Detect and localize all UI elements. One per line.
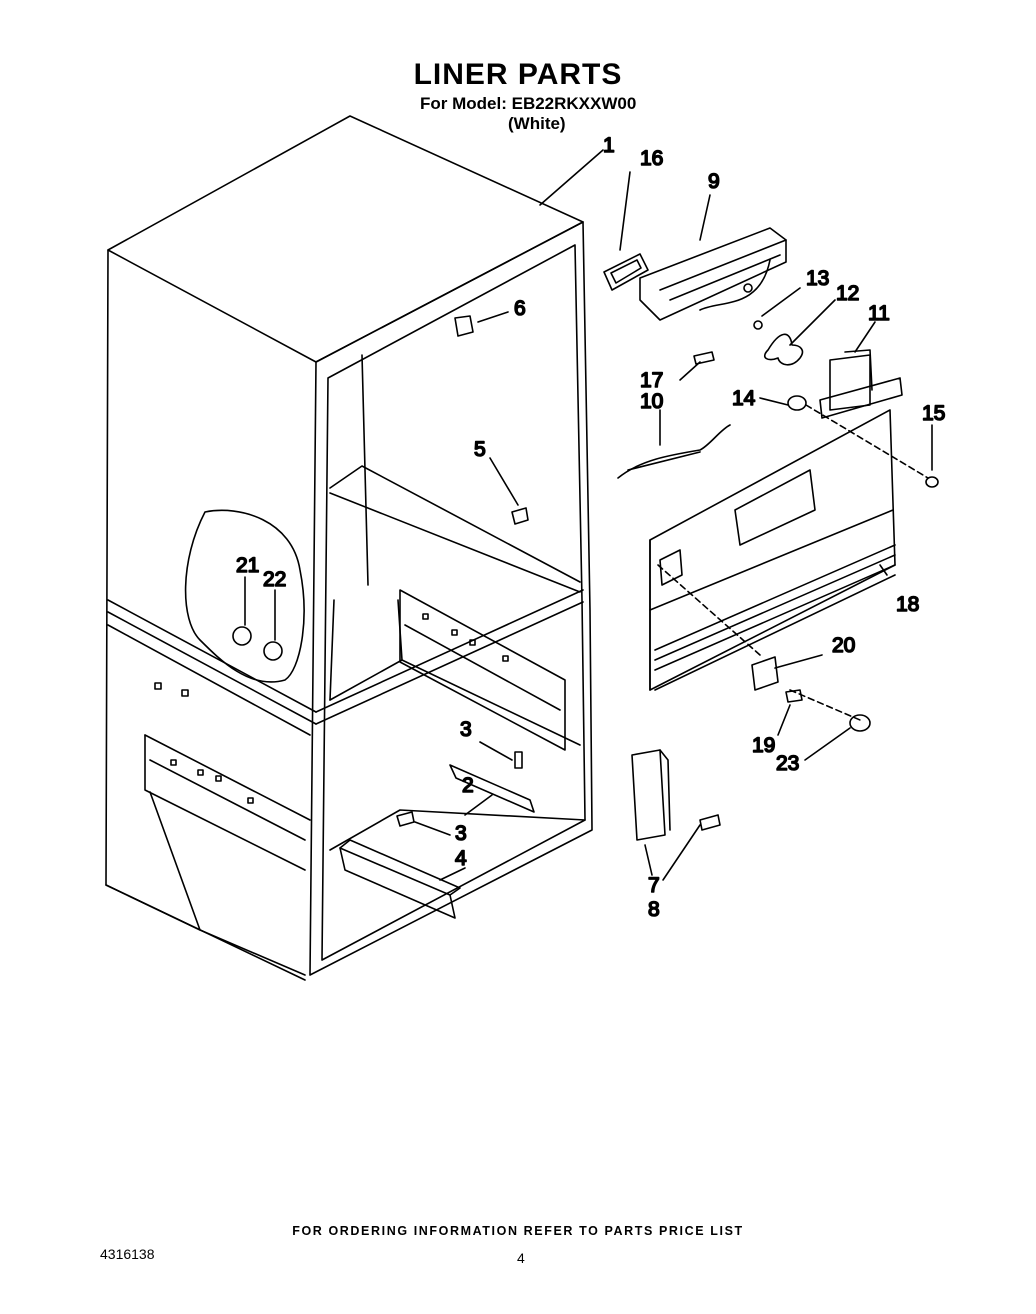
callout-8: 8 — [648, 898, 660, 921]
callout-13: 13 — [806, 267, 829, 290]
callout-labels: 1 2 3 3 4 5 6 7 8 9 10 11 12 13 14 15 16… — [235, 133, 946, 922]
callout-3-upper: 3 — [460, 718, 472, 741]
callout-20: 20 — [832, 634, 855, 657]
callout-1: 1 — [603, 134, 615, 157]
callout-7: 7 — [648, 874, 660, 897]
liner-cabinet — [105, 115, 593, 981]
callout-6: 6 — [514, 297, 526, 320]
callout-15: 15 — [922, 402, 945, 425]
callout-2: 2 — [462, 774, 474, 797]
callout-22: 22 — [263, 568, 286, 591]
callout-19: 19 — [752, 734, 775, 757]
model-line: For Model: EB22RKXXW00 — [420, 94, 637, 113]
leader-lines — [244, 149, 933, 881]
callout-4: 4 — [455, 847, 467, 870]
callout-5: 5 — [474, 438, 486, 461]
callout-23: 23 — [776, 752, 799, 775]
page-title: LINER PARTS — [413, 58, 623, 91]
callout-17: 17 — [640, 369, 663, 392]
ordering-note: FOR ORDERING INFORMATION REFER TO PARTS … — [292, 1224, 744, 1238]
callout-3-lower: 3 — [455, 822, 467, 845]
callout-9: 9 — [708, 170, 720, 193]
callout-16: 16 — [640, 147, 663, 170]
callout-10: 10 — [640, 390, 663, 413]
callout-18: 18 — [896, 593, 919, 616]
callout-12: 12 — [836, 282, 859, 305]
callout-14: 14 — [732, 387, 756, 410]
callout-11: 11 — [868, 302, 890, 325]
page-number: 4 — [517, 1250, 525, 1266]
fan-assembly — [603, 227, 939, 841]
document-number: 4316138 — [100, 1246, 155, 1262]
color-line: (White) — [508, 114, 566, 133]
callout-21: 21 — [236, 554, 259, 577]
